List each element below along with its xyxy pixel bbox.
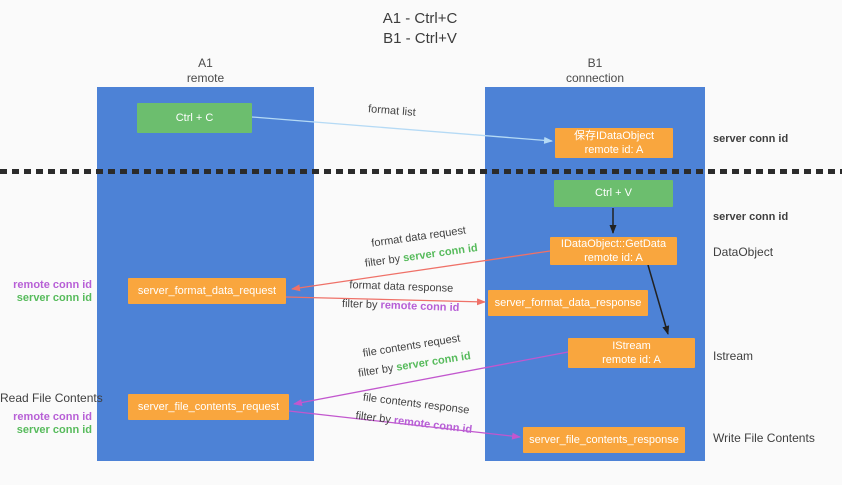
node-server-format-data-response-label: server_format_data_response: [494, 296, 642, 309]
node-server-file-contents-response-label: server_file_contents_response: [529, 433, 679, 446]
lifeline-b1-name: B1: [587, 56, 603, 70]
annot-remote-conn-id-1: remote conn id: [13, 279, 92, 291]
annot-server-conn-id-mid: server conn id: [713, 211, 789, 223]
node-save-dataobject-line1: 保存IDataObject: [573, 129, 655, 142]
node-ctrl-c: Ctrl + C: [137, 103, 252, 133]
node-ctrl-v: Ctrl + V: [554, 180, 673, 207]
arrow-format-data-request: [291, 250, 551, 292]
lifeline-b1-role: connection: [565, 71, 625, 85]
arrow-format-data-response: [285, 296, 486, 306]
annot-istream: Istream: [713, 349, 754, 363]
lifeline-a1-name: A1: [198, 56, 213, 70]
node-server-file-contents-request: server_file_contents_request: [128, 394, 289, 420]
phase-divider-dotted-line: [0, 169, 842, 174]
diagram-title: A1 - Ctrl+C B1 - Ctrl+V: [320, 9, 520, 50]
filter-by-text: filter by: [341, 297, 378, 312]
lifeline-header-b1: B1 connection: [485, 56, 705, 86]
node-ctrl-c-label: Ctrl + C: [175, 111, 214, 124]
arrow-file-contents-response: [288, 410, 521, 440]
arrow-file-contents-request: [293, 351, 569, 406]
node-istream-line2: remote id: A: [602, 354, 661, 366]
annot-read-file-contents: Read File Contents: [0, 391, 103, 405]
annot-server-conn-id-2: server conn id: [16, 424, 92, 437]
node-ctrl-v-label: Ctrl + V: [595, 187, 632, 200]
annot-server-conn-id-1: server conn id: [16, 292, 92, 305]
node-idataobject-getdata-line2: remote id: A: [584, 252, 643, 264]
arrow-format-list: [251, 116, 553, 144]
annot-dataobject: DataObject: [713, 245, 774, 259]
node-save-dataobject: 保存IDataObject remote id: A: [555, 128, 673, 158]
node-server-format-data-response: server_format_data_response: [488, 290, 648, 316]
node-save-dataobject-line2: remote id: A: [584, 144, 644, 156]
msg-format-data-response-text: format data response: [349, 279, 454, 295]
node-istream-line1: IStream: [612, 339, 651, 352]
node-idataobject-getdata: IDataObject::GetData remote id: A: [550, 237, 677, 265]
node-istream: IStream remote id: A: [568, 338, 695, 368]
annot-write-file-contents: Write File Contents: [713, 431, 815, 445]
annot-conn-ids-file: remote conn id server conn id: [0, 411, 92, 437]
msg-format-data-response: format data response filter by remote co…: [337, 279, 464, 314]
arrow-getdata-to-istream: [647, 264, 670, 335]
annot-conn-ids-format: remote conn id server conn id: [0, 279, 92, 305]
title-line-1: A1 - Ctrl+C: [382, 10, 458, 27]
node-server-format-data-request-label: server_format_data_request: [137, 284, 277, 297]
node-server-format-data-request: server_format_data_request: [128, 278, 286, 304]
lifeline-a1-role: remote: [186, 71, 225, 85]
title-line-2: B1 - Ctrl+V: [383, 30, 457, 48]
node-idataobject-getdata-line1: IDataObject::GetData: [560, 237, 667, 250]
annot-server-conn-id-top: server conn id: [713, 133, 789, 145]
annot-remote-conn-id-2: remote conn id: [13, 411, 92, 423]
node-server-file-contents-response: server_file_contents_response: [523, 427, 685, 453]
node-server-file-contents-request-label: server_file_contents_request: [137, 400, 280, 413]
lifeline-header-a1: A1 remote: [97, 56, 314, 86]
